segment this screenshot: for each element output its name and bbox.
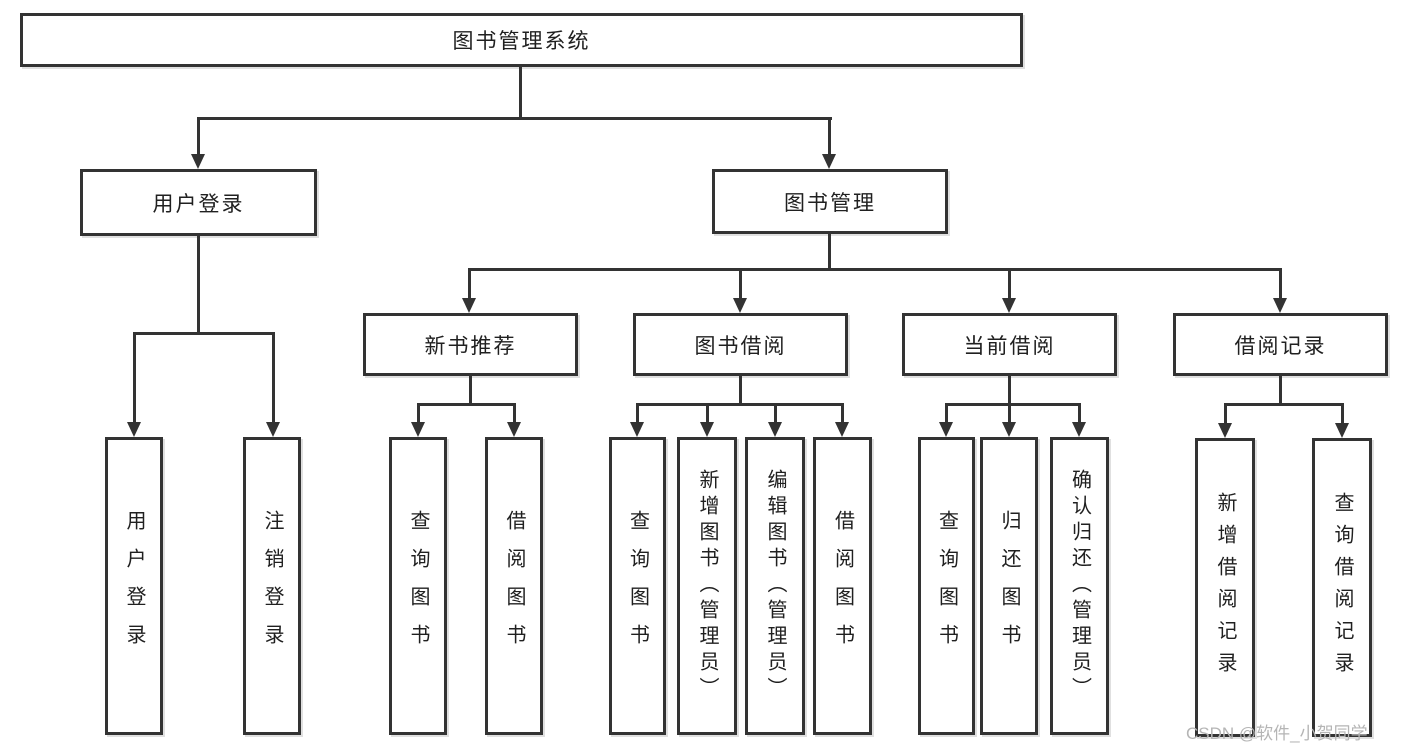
arrow-down-icon (1002, 298, 1016, 313)
node-current-borrowing: 当前借阅 (902, 313, 1117, 376)
arrow-down-icon (1002, 422, 1016, 437)
connector-line (197, 236, 200, 335)
connector-line (1224, 403, 1344, 406)
connector-line (133, 332, 136, 423)
leaf-user-login: 用户登录 (105, 437, 163, 735)
leaf-confirm-return-admin: 确认归还（管理员） (1050, 437, 1109, 735)
connector-line (1008, 403, 1011, 423)
connector-line (272, 332, 275, 423)
node-book-borrowing-label: 图书借阅 (694, 334, 787, 358)
connector-line (1279, 376, 1282, 406)
leaf-borrow-book: 借阅图书 (813, 437, 872, 735)
connector-line (469, 376, 472, 406)
connector-line (1224, 403, 1227, 424)
arrow-down-icon (411, 422, 425, 437)
leaf-query-borrow-record: 查询借阅记录 (1312, 438, 1372, 737)
connector-line (1279, 268, 1282, 300)
leaf-query-book-current: 查询图书 (918, 437, 975, 735)
connector-line (945, 403, 1081, 406)
connector-line (197, 117, 200, 155)
arrow-down-icon (462, 298, 476, 313)
arrow-down-icon (1072, 422, 1086, 437)
leaf-add-book-admin: 新增图书（管理员） (677, 437, 737, 735)
arrow-down-icon (700, 422, 714, 437)
leaf-query-book-current-label: 查询图书 (935, 510, 958, 662)
node-new-book-recommend: 新书推荐 (363, 313, 578, 376)
node-new-book-recommend-label: 新书推荐 (424, 334, 517, 358)
arrow-down-icon (768, 422, 782, 437)
connector-line (706, 403, 709, 423)
connector-line (841, 403, 844, 423)
arrow-down-icon (939, 422, 953, 437)
arrow-down-icon (191, 154, 205, 169)
connector-line (519, 66, 522, 119)
leaf-query-book-borrow-label: 查询图书 (626, 510, 649, 662)
leaf-query-book-new: 查询图书 (389, 437, 447, 735)
connector-line (739, 376, 742, 406)
node-user-login: 用户登录 (80, 169, 317, 236)
csdn-watermark: CSDN @软件_小贺同学 (1186, 724, 1368, 743)
arrow-down-icon (1273, 298, 1287, 313)
arrow-down-icon (127, 422, 141, 437)
connector-line (468, 268, 1281, 271)
arrow-down-icon (1218, 423, 1232, 438)
connector-line (1008, 268, 1011, 300)
leaf-borrow-book-label: 借阅图书 (831, 510, 854, 662)
connector-line (197, 117, 832, 120)
node-user-login-label: 用户登录 (152, 192, 245, 216)
arrow-down-icon (507, 422, 521, 437)
leaf-add-borrow-record: 新增借阅记录 (1195, 438, 1255, 737)
leaf-query-borrow-record-label: 查询借阅记录 (1331, 491, 1353, 684)
connector-line (417, 403, 420, 423)
node-current-borrowing-label: 当前借阅 (963, 334, 1056, 358)
connector-line (513, 403, 516, 423)
connector-line (828, 117, 831, 155)
node-borrowing-records-label: 借阅记录 (1234, 334, 1327, 358)
leaf-logout: 注销登录 (243, 437, 301, 735)
connector-line (739, 268, 742, 300)
node-library-system-label: 图书管理系统 (452, 30, 591, 53)
connector-line (636, 403, 639, 423)
connector-line (417, 403, 516, 406)
arrow-down-icon (266, 422, 280, 437)
connector-line (468, 268, 471, 300)
arrow-down-icon (630, 422, 644, 437)
node-book-management: 图书管理 (712, 169, 948, 234)
node-library-system: 图书管理系统 (20, 13, 1023, 67)
connector-line (1078, 403, 1081, 423)
connector-line (1008, 376, 1011, 406)
connector-line (774, 403, 777, 423)
leaf-add-borrow-record-label: 新增借阅记录 (1214, 491, 1236, 684)
leaf-query-book-new-label: 查询图书 (407, 510, 429, 662)
leaf-confirm-return-admin-label: 确认归还（管理员） (1068, 469, 1091, 703)
node-borrowing-records: 借阅记录 (1173, 313, 1388, 376)
arrow-down-icon (733, 298, 747, 313)
connector-line (134, 332, 275, 335)
node-book-borrowing: 图书借阅 (633, 313, 848, 376)
connector-line (945, 403, 948, 423)
leaf-borrow-book-new-label: 借阅图书 (503, 510, 525, 662)
connector-line (828, 234, 831, 271)
leaf-return-book-label: 归还图书 (998, 510, 1020, 662)
leaf-logout-label: 注销登录 (261, 510, 283, 662)
leaf-edit-book-admin: 编辑图书（管理员） (745, 437, 805, 735)
leaf-add-book-admin-label: 新增图书（管理员） (696, 469, 718, 703)
arrow-down-icon (835, 422, 849, 437)
leaf-edit-book-admin-label: 编辑图书（管理员） (764, 469, 786, 703)
arrow-down-icon (1335, 423, 1349, 438)
leaf-query-book-borrow: 查询图书 (609, 437, 666, 735)
node-book-management-label: 图书管理 (784, 191, 876, 215)
leaf-borrow-book-new: 借阅图书 (485, 437, 543, 735)
leaf-return-book: 归还图书 (980, 437, 1038, 735)
connector-line (1341, 403, 1344, 424)
arrow-down-icon (822, 154, 836, 169)
connector-line (636, 403, 844, 406)
leaf-user-login-label: 用户登录 (123, 510, 145, 662)
